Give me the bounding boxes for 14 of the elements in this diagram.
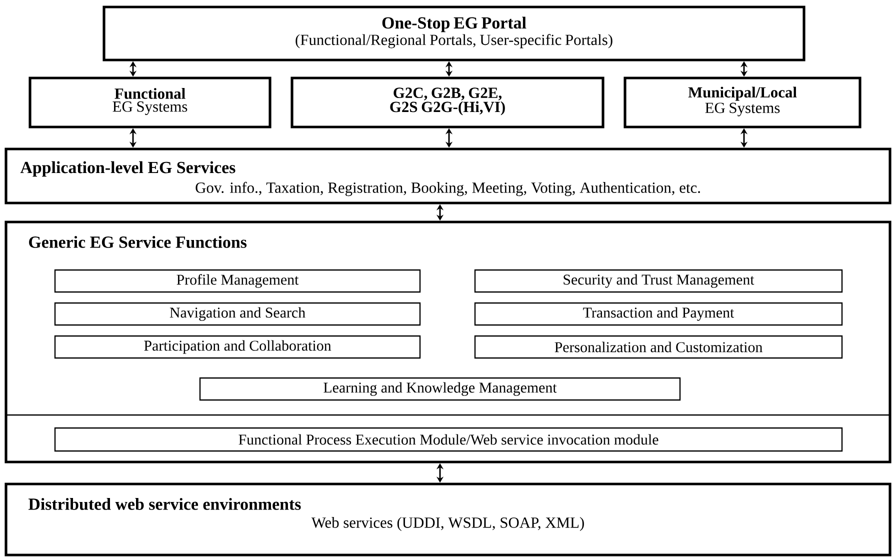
- function-box: Profile Management: [54, 269, 421, 293]
- system-box: Functional EG Systems: [28, 76, 272, 128]
- layer-box: Application-level EG Services Gov. info., Taxation, Registration, Booking, Meeting, Voting, Authentication, etc.: [4, 148, 892, 204]
- portal-box: One-Stop EG Portal (Functional/Regional Portals, User-specific Portals): [102, 6, 806, 62]
- function-box: Functional Process Execution Module/Web service invocation module: [54, 427, 843, 452]
- function-box: Transaction and Payment: [474, 302, 843, 326]
- function-box: Participation and Collaboration: [54, 335, 421, 359]
- system-box: G2C, G2B, G2E, G2S G2G-(Hi,VI): [290, 76, 604, 128]
- function-box: Personalization and Customization: [474, 335, 843, 359]
- layer-box: Distributed web service environments Web services (UDDI, WSDL, SOAP, XML): [4, 482, 892, 556]
- function-box: Navigation and Search: [54, 302, 421, 326]
- system-box: Municipal/Local EG Systems: [624, 76, 862, 128]
- function-box: Security and Trust Management: [474, 269, 843, 293]
- function-box: Learning and Knowledge Management: [199, 377, 681, 401]
